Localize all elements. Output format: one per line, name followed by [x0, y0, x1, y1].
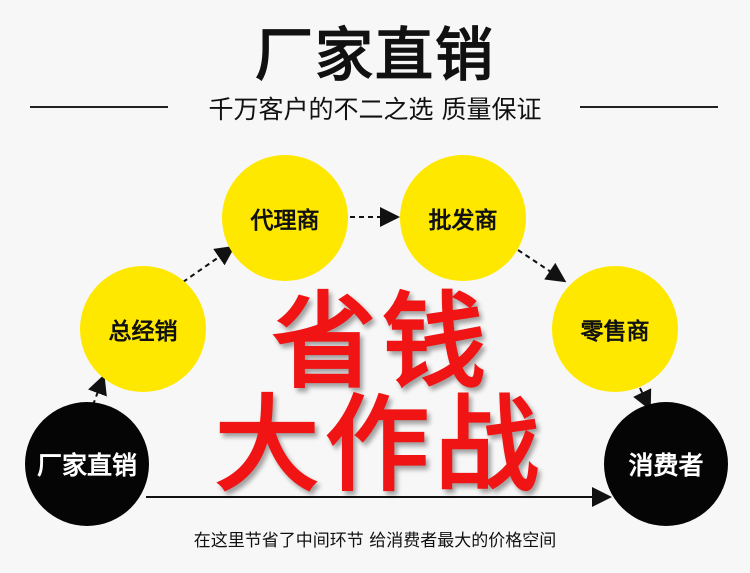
node-agent-label: 代理商 — [250, 208, 320, 234]
arrow-retailer-to-consumer — [633, 387, 652, 411]
node-factory: 厂家直销 — [25, 402, 149, 526]
node-distributor-label: 总经销 — [108, 319, 178, 345]
arrow-distributor-to-agent — [182, 245, 236, 283]
node-retailer-label: 零售商 — [580, 319, 650, 345]
subtitle-line-right — [580, 106, 718, 108]
node-consumer: 消费者 — [604, 402, 728, 526]
subtitle: 千万客户的不二之选 质量保证 — [208, 95, 542, 124]
node-distributor: 总经销 — [80, 266, 206, 392]
subtitle-line-left — [30, 106, 168, 108]
node-factory-label: 厂家直销 — [36, 451, 137, 480]
node-agent: 代理商 — [222, 155, 348, 281]
node-wholesaler-label: 批发商 — [428, 208, 498, 234]
footnote: 在这里节省了中间环节 给消费者最大的价格空间 — [193, 531, 557, 551]
node-retailer: 零售商 — [552, 266, 678, 392]
arrow-wholesaler-to-retailer — [517, 249, 567, 283]
page-title: 厂家直销 — [254, 21, 495, 89]
slogan-line1: 省钱 — [272, 281, 493, 403]
node-consumer-label: 消费者 — [628, 451, 704, 480]
node-wholesaler: 批发商 — [400, 155, 526, 281]
slogan-line2: 大作战 — [214, 384, 545, 506]
arrow-factory-to-distributor — [88, 374, 107, 406]
